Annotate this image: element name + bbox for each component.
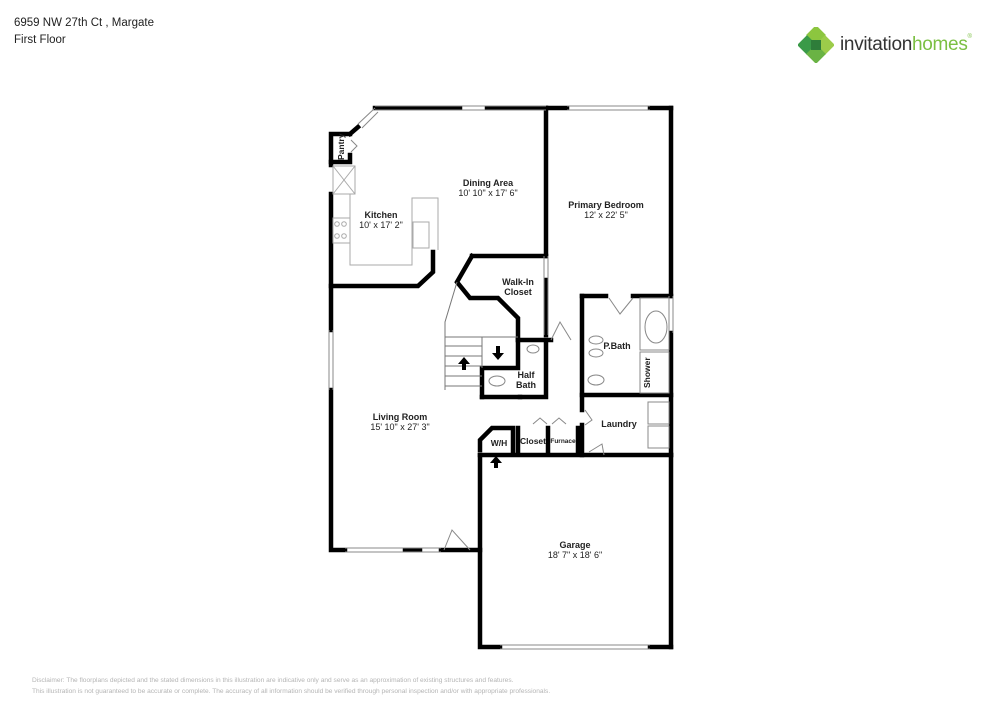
disclaimer: Disclaimer: The floorplans depicted and … (32, 676, 550, 697)
kitchen-label: Kitchen (364, 210, 397, 220)
laundry-label: Laundry (601, 419, 637, 429)
garage-dims: 18' 7" x 18' 6" (548, 550, 602, 560)
clover-diamond-logo-icon (798, 27, 834, 63)
brand-logo: invitationhomes® (798, 25, 972, 65)
pantry-label: Pantry (336, 133, 346, 160)
brand-wordmark: invitationhomes® (840, 34, 972, 55)
kitchen-dims: 10' x 17' 2" (359, 220, 403, 230)
header: 6959 NW 27th Ct , Margate First Floor (14, 15, 154, 49)
primary-bedroom-label: Primary Bedroom (568, 200, 644, 210)
half-bath-label-1: Half (517, 370, 535, 380)
primary-bedroom-dims: 12' x 22' 5" (584, 210, 628, 220)
furnace-label: Furnace (550, 438, 576, 445)
disclaimer-line-2: This illustration is not guaranteed to b… (32, 687, 551, 695)
wh-label: W/H (491, 438, 508, 448)
half-bath-label-2: Bath (516, 380, 536, 390)
property-address: 6959 NW 27th Ct , Margate (14, 17, 154, 29)
walkin-closet-label-2: Closet (504, 287, 532, 297)
closet-label: Closet (520, 436, 546, 446)
living-room-dims: 15' 10" x 27' 3" (370, 422, 429, 432)
dining-area-label: Dining Area (463, 178, 514, 188)
living-room-label: Living Room (373, 412, 428, 422)
garage-label: Garage (559, 540, 590, 550)
shower-label: Shower (642, 357, 652, 388)
disclaimer-line-1: Disclaimer: The floorplans depicted and … (32, 677, 514, 684)
dining-area-dims: 10' 10" x 17' 6" (458, 188, 517, 198)
floor-label: First Floor (14, 34, 66, 46)
walkin-closet-label-1: Walk-In (502, 277, 534, 287)
p-bath-label: P.Bath (603, 341, 630, 351)
